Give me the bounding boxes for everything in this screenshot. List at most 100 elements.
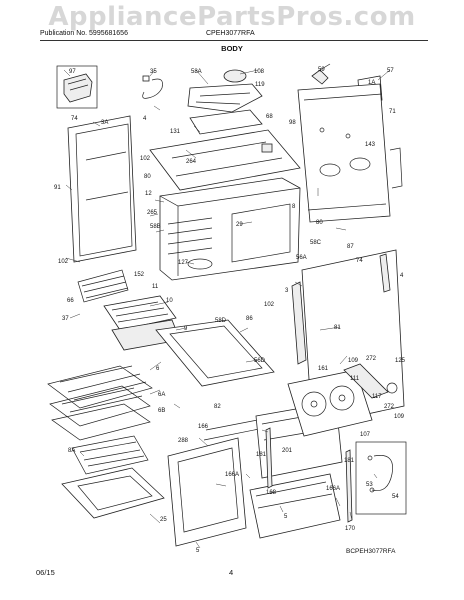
callout-58C: 58C	[310, 240, 322, 246]
callout-56A: 56A	[296, 255, 307, 261]
part-66-broil-element	[77, 269, 129, 303]
part-1A-back-panel	[297, 83, 403, 223]
callout-87: 87	[347, 244, 354, 250]
callout-166: 166	[198, 424, 209, 430]
part-fan-assembly	[187, 69, 263, 113]
part-drawer-front	[167, 417, 269, 547]
callout-264: 264	[186, 159, 197, 165]
callout-82: 82	[214, 404, 221, 410]
callout-161: 161	[318, 366, 329, 372]
part-3A-side-frame	[67, 115, 137, 263]
callout-5: 5	[196, 548, 200, 554]
part-top-panel	[149, 109, 301, 191]
callout-109: 109	[348, 358, 359, 364]
callout-80-b: 80	[316, 220, 323, 226]
callout-272-b: 272	[384, 404, 395, 410]
callout-111: 111	[350, 376, 360, 382]
part-59	[311, 63, 331, 85]
callout-288: 288	[178, 438, 189, 444]
callout-68: 68	[266, 114, 273, 120]
callout-5-b: 5	[284, 514, 288, 520]
callout-37: 37	[62, 316, 69, 322]
callout-119: 119	[255, 82, 265, 88]
callout-102-c: 102	[264, 302, 275, 308]
header-rule	[40, 40, 428, 41]
diagram-code: BCPEH3077RFA	[346, 548, 396, 555]
callout-labels: 97 35 58A 108 59 57 1A 119 71 74 3A 4 98…	[54, 67, 406, 555]
watermark: AppliancePartsPros.com	[48, 2, 416, 32]
callout-56D: 56D	[254, 358, 266, 364]
callout-125: 125	[395, 358, 406, 364]
callout-53: 53	[366, 482, 373, 488]
callout-201: 201	[282, 448, 293, 454]
callout-66: 66	[67, 298, 74, 304]
callout-143: 143	[365, 142, 376, 148]
callout-98: 98	[289, 120, 296, 126]
callout-54: 54	[392, 494, 399, 500]
part-broil-pan	[103, 295, 181, 351]
callout-6A: 6A	[158, 392, 165, 398]
part-53-54-wire	[355, 441, 407, 515]
callout-127: 127	[178, 260, 189, 266]
callout-8: 8	[292, 204, 296, 210]
callout-58B: 58B	[150, 224, 161, 230]
callout-12: 12	[145, 191, 152, 197]
callout-4-b: 4	[400, 273, 404, 279]
part-25-bottom-panel	[61, 467, 165, 519]
callout-117: 117	[372, 394, 382, 400]
footer-date: 06/15	[36, 568, 55, 577]
callout-81: 81	[334, 325, 341, 331]
publication-number: Publication No. 5995681656	[40, 30, 128, 37]
callout-8A: 8A	[68, 448, 75, 454]
callout-272: 272	[366, 356, 377, 362]
callout-3A: 3A	[101, 120, 108, 126]
callout-102-b: 102	[58, 259, 69, 265]
callout-97: 97	[69, 69, 76, 75]
part-oven-racks	[47, 365, 153, 441]
callout-102: 102	[140, 156, 151, 162]
callout-108: 108	[254, 69, 265, 75]
callout-9: 9	[184, 326, 188, 332]
part-oven-cavity	[159, 177, 301, 281]
footer-page-number: 4	[229, 568, 234, 577]
section-title: BODY	[221, 44, 243, 53]
callout-25: 25	[160, 517, 167, 523]
callout-91: 91	[54, 185, 61, 191]
callout-1A: 1A	[368, 80, 375, 86]
part-181-slides	[265, 427, 353, 523]
part-58D-trim	[155, 319, 275, 387]
callout-58A: 58A	[191, 69, 202, 75]
callout-170: 170	[345, 526, 356, 532]
callout-10: 10	[166, 298, 173, 304]
callout-71: 71	[389, 109, 396, 115]
callout-74: 74	[71, 116, 78, 122]
callout-80-a: 80	[144, 174, 151, 180]
model-number: CPEH3077RFA	[206, 30, 255, 37]
callout-6B: 6B	[158, 408, 165, 414]
callout-11: 11	[152, 284, 159, 290]
part-35-cord	[142, 75, 163, 99]
callout-265: 265	[147, 210, 158, 216]
callout-35: 35	[150, 69, 157, 75]
callout-131: 131	[170, 129, 181, 135]
callout-181: 181	[256, 452, 267, 458]
callout-166A-b: 166A	[326, 486, 340, 492]
callout-6: 6	[156, 366, 160, 372]
callout-86: 86	[246, 316, 253, 322]
callout-168: 168	[266, 490, 277, 496]
callout-59: 59	[318, 67, 325, 73]
callout-29: 29	[236, 222, 243, 228]
callout-4: 4	[143, 116, 147, 122]
callout-152: 152	[134, 272, 145, 278]
callout-74-b: 74	[356, 258, 363, 264]
part-97-inset	[56, 65, 98, 109]
callout-166A: 166A	[225, 472, 239, 478]
callout-109-b: 109	[394, 414, 405, 420]
part-8A-bake-element	[71, 435, 149, 475]
callout-58D: 58D	[215, 318, 227, 324]
part-107-fan-box	[287, 363, 398, 437]
callout-3: 3	[285, 288, 289, 294]
callout-107: 107	[360, 432, 371, 438]
callout-57: 57	[387, 68, 394, 74]
